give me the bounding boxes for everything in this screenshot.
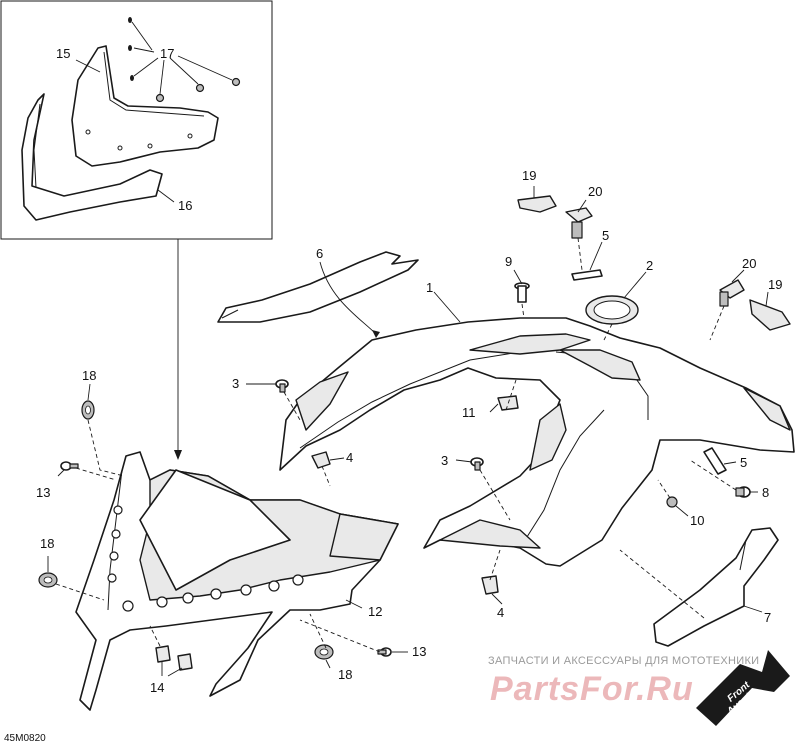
watermark-brand: PartsFor.Ru [490,670,694,708]
part-3-screw-left [275,379,289,393]
part-4-clip-upper [311,451,331,469]
front-direction-arrow: Front Avant [696,650,790,726]
callout-12: 12 [368,604,382,619]
part-9-rivet [514,282,530,303]
callout-16: 16 [178,198,192,213]
inset-arrow-head [174,450,182,460]
callout-6: 6 [316,246,323,261]
alignment-lines [55,237,737,653]
part-6-deflector [217,251,419,323]
part-18-grommet-top [81,400,95,420]
part-17-fasteners [128,17,241,103]
callout-20b: 20 [742,256,756,271]
callout-5b: 5 [740,455,747,470]
part-13-screw-right [377,647,392,657]
part-7-trim-panel [653,527,779,647]
part-19-clip-right [749,299,791,331]
callout-10: 10 [690,513,704,528]
part-14-clip-b [177,653,193,671]
part-5-strip-top [571,269,603,281]
callout-18b: 18 [338,667,352,682]
part-15-panel [71,45,219,167]
watermark-caption: ЗАПЧАСТИ И АКСЕССУАРЫ ДЛЯ МОТОТЕХНИКИ [488,655,759,667]
part-18-grommet-left [38,572,58,588]
callout-9: 9 [505,254,512,269]
callout-3b: 3 [441,453,448,468]
callout-17: 17 [160,46,174,61]
callout-14: 14 [150,680,164,695]
part-12-holes [107,505,304,612]
callout-18c: 18 [40,536,54,551]
callout-4a: 4 [346,450,353,465]
callout-7: 7 [764,610,771,625]
part-5-strip-right [703,447,727,475]
callout-20a: 20 [588,184,602,199]
part-16-trim [21,93,163,221]
callout-18a: 18 [82,368,96,383]
callout-2: 2 [646,258,653,273]
part-14-clip-a [155,645,171,663]
callout-19b: 19 [768,277,782,292]
part-20-fastener-left [565,207,593,239]
callout-15: 15 [56,46,70,61]
callout-13b: 13 [412,644,426,659]
part-19-clip-left [517,195,557,213]
callout-5a: 5 [602,228,609,243]
part-18-grommet-bottom [314,644,334,660]
callout-4b: 4 [497,605,504,620]
callout-labels: 1 2 3 3 4 4 5 5 6 7 8 9 10 11 12 13 13 1… [36,46,782,695]
callout-8: 8 [762,485,769,500]
part-10-nut [666,496,678,508]
part-8-screw [735,486,751,498]
leader-lines [47,21,769,677]
reference-code: 45M0820 [4,733,46,744]
part-3-screw-center [470,457,484,471]
part-20-fastener-right [719,279,745,307]
part-1-side-panel [279,317,795,567]
callout-13a: 13 [36,485,50,500]
part-2-ring [585,295,639,325]
callout-1: 1 [426,280,433,295]
callout-19a: 19 [522,168,536,183]
callout-11: 11 [462,405,476,420]
part-13-screw-left [60,461,79,471]
part-15-edge [103,51,205,117]
callout-3a: 3 [232,376,239,391]
